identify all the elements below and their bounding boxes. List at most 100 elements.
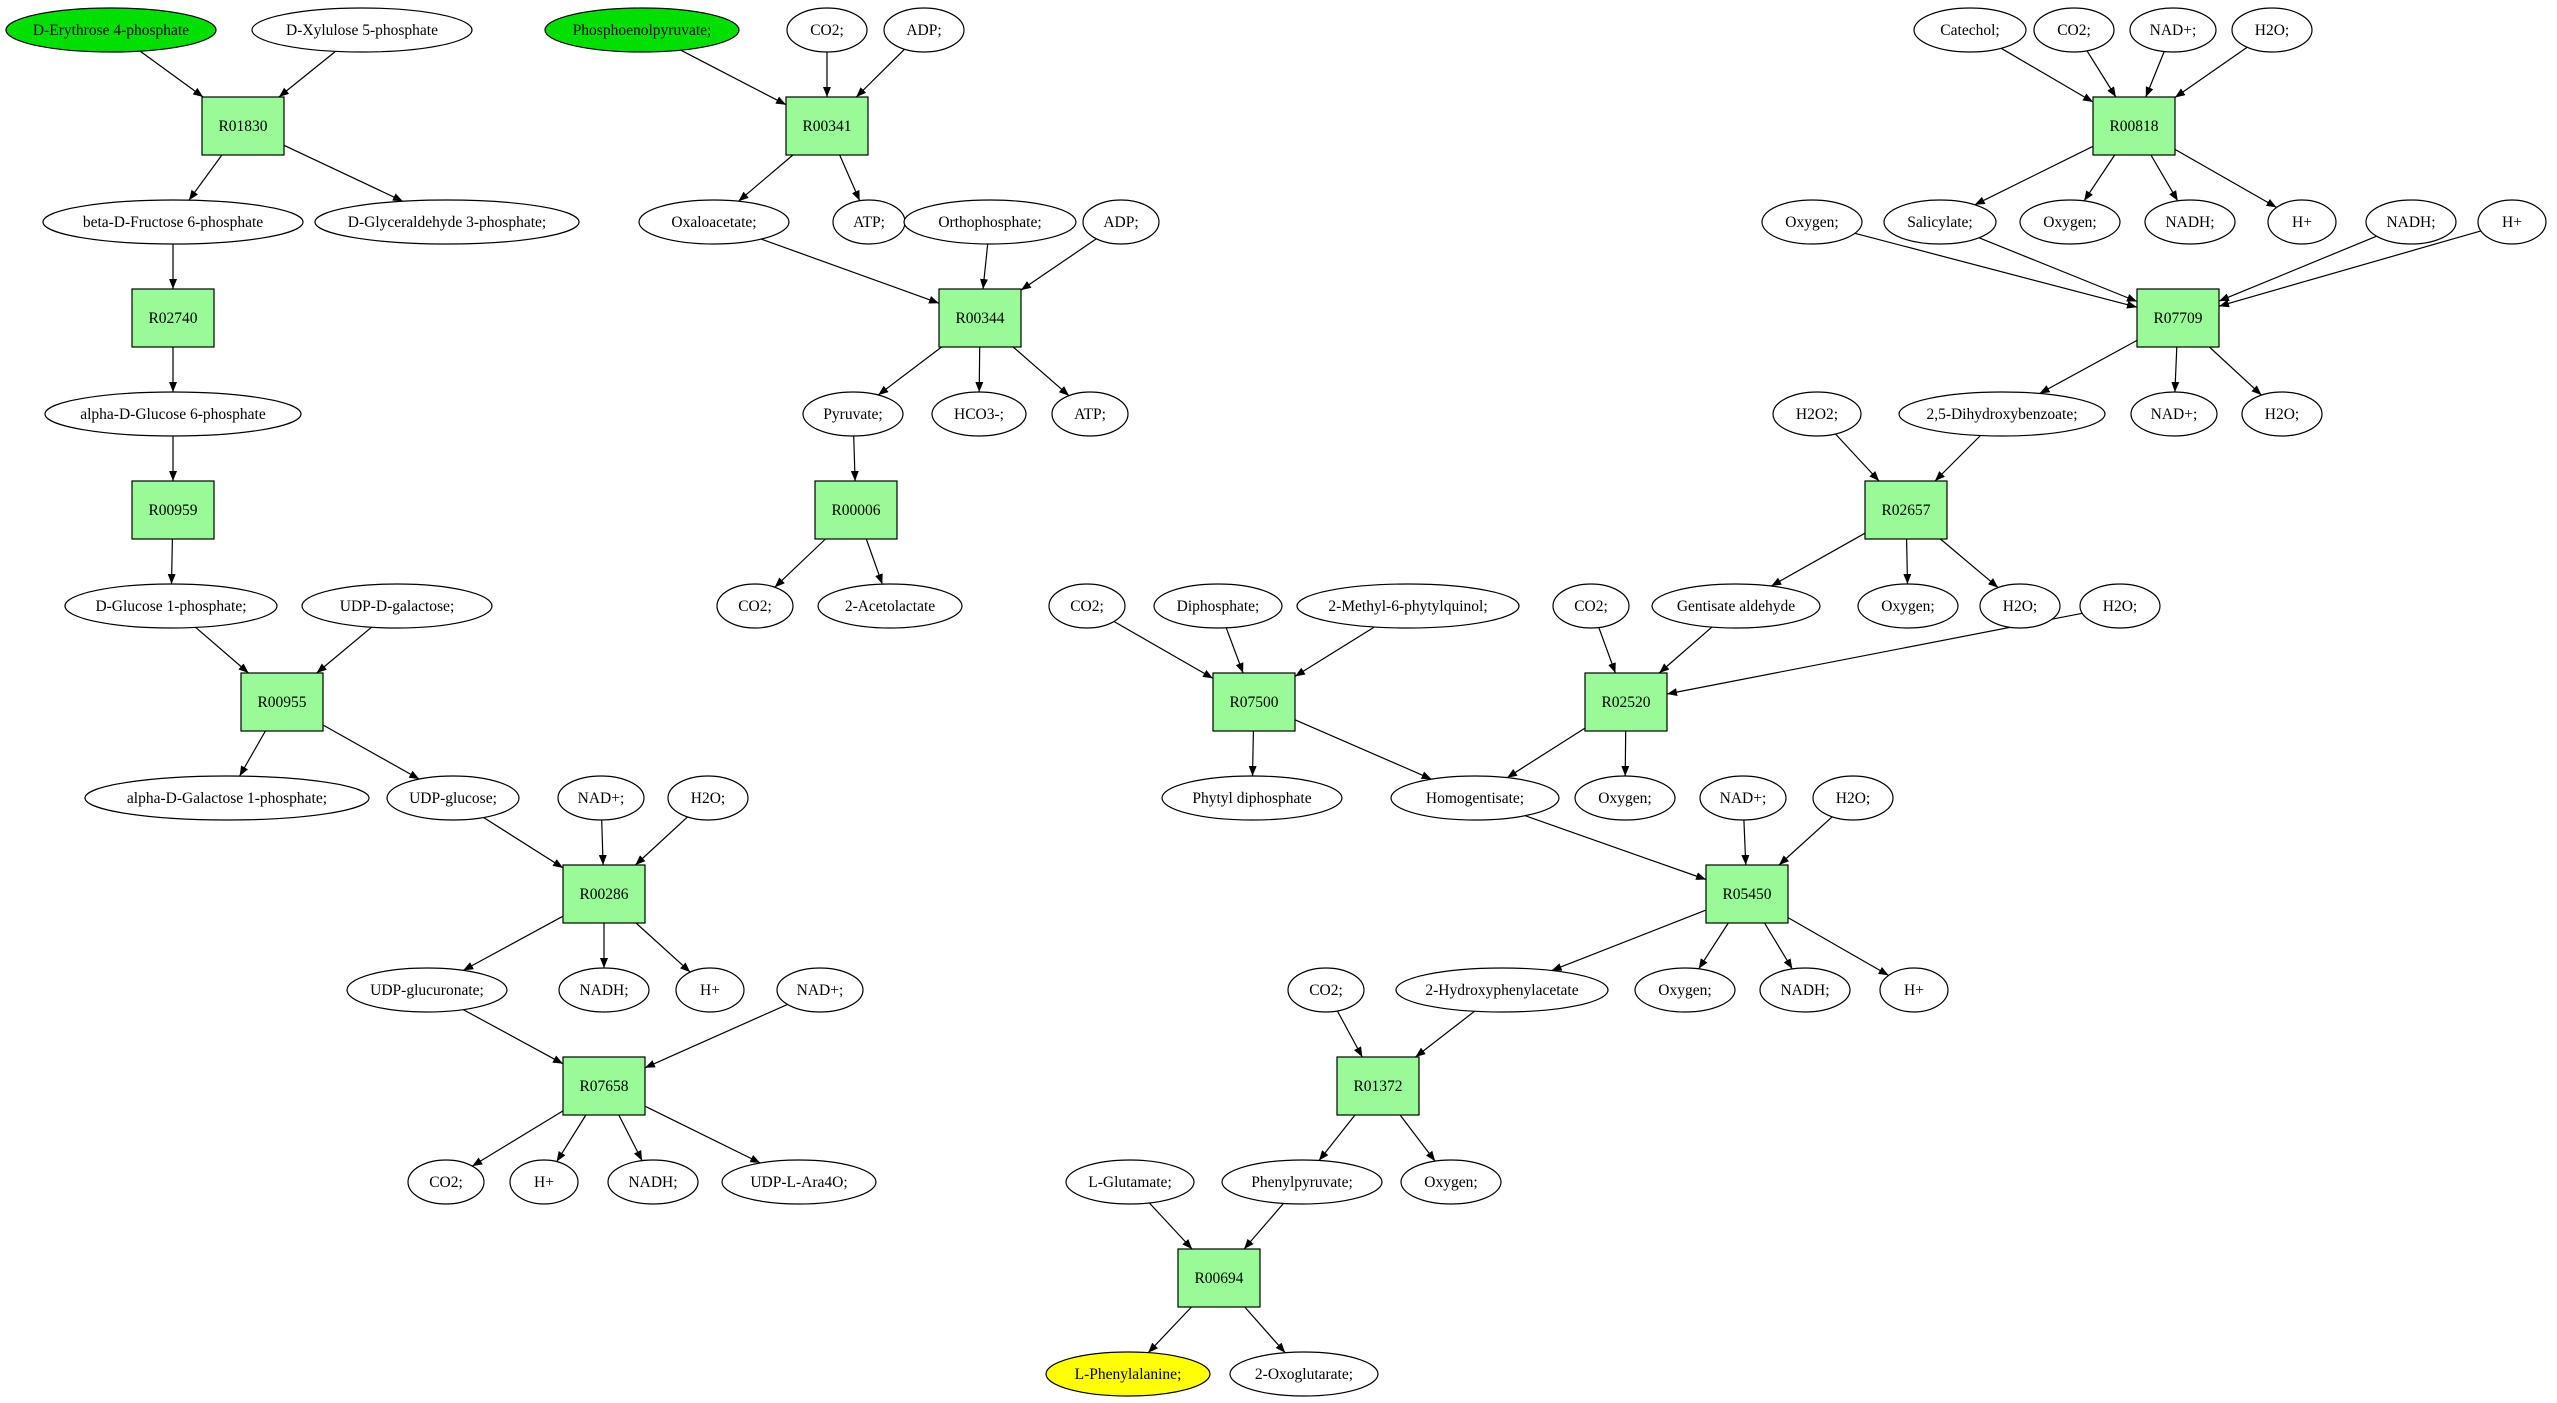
metabolite-node-co2[interactable]: CO2; — [1048, 583, 1126, 629]
edge-nad-to-r00818 — [2145, 51, 2165, 98]
metabolite-node-d-glyceraldehyde-3-phosphate[interactable]: D-Glyceraldehyde 3-phosphate; — [314, 199, 580, 245]
metabolite-node-h[interactable]: H+ — [2267, 199, 2337, 245]
metabolite-node-homogentisate[interactable]: Homogentisate; — [1390, 775, 1560, 821]
metabolite-node-co2[interactable]: CO2; — [2033, 7, 2115, 53]
metabolite-node-2-5-dihydroxybenzoate[interactable]: 2,5-Dihydroxybenzoate; — [1898, 391, 2106, 437]
metabolite-node-oxygen[interactable]: Oxygen; — [1400, 1159, 1502, 1205]
metabolite-node-nadh[interactable]: NADH; — [2365, 199, 2457, 245]
metabolite-node-salicylate[interactable]: Salicylate; — [1883, 199, 1997, 245]
metabolite-node-oxaloacetate[interactable]: Oxaloacetate; — [638, 199, 790, 245]
metabolite-node-h[interactable]: H+ — [2477, 199, 2547, 245]
reaction-node-r02740[interactable]: R02740 — [131, 288, 215, 348]
metabolite-node-h2o[interactable]: H2O; — [2079, 583, 2161, 629]
edge-r00818-to-oxygen — [2083, 154, 2116, 202]
metabolite-node-h2o[interactable]: H2O; — [2231, 7, 2313, 53]
metabolite-node-oxygen[interactable]: Oxygen; — [1761, 199, 1863, 245]
metabolite-node-co2[interactable]: CO2; — [1287, 967, 1365, 1013]
reaction-node-r00818[interactable]: R00818 — [2092, 96, 2176, 156]
metabolite-node-udp-d-galactose[interactable]: UDP-D-galactose; — [301, 583, 493, 629]
metabolite-node-nad[interactable]: NAD+; — [2130, 391, 2218, 437]
metabolite-ellipse — [675, 967, 745, 1013]
metabolite-ellipse — [2267, 199, 2337, 245]
reaction-node-r00955[interactable]: R00955 — [240, 672, 324, 732]
metabolite-node-phenylpyruvate[interactable]: Phenylpyruvate; — [1221, 1159, 1383, 1205]
metabolite-node-adp[interactable]: ADP; — [883, 7, 965, 53]
metabolite-node-nadh[interactable]: NADH; — [607, 1159, 699, 1205]
metabolite-node-oxygen[interactable]: Oxygen; — [1574, 775, 1676, 821]
reaction-node-r00344[interactable]: R00344 — [938, 288, 1022, 348]
reaction-node-r01830[interactable]: R01830 — [201, 96, 285, 156]
metabolite-node-h[interactable]: H+ — [675, 967, 745, 1013]
metabolite-node-co2[interactable]: CO2; — [786, 7, 868, 53]
metabolite-node-catechol[interactable]: Catechol; — [1913, 7, 2027, 53]
metabolite-node-atp[interactable]: ATP; — [832, 199, 906, 245]
metabolite-node-nadh[interactable]: NADH; — [558, 967, 650, 1013]
metabolite-ellipse — [558, 967, 650, 1013]
reaction-box — [1705, 864, 1789, 924]
metabolite-node-h2o2[interactable]: H2O2; — [1772, 391, 1862, 437]
metabolite-node-nad[interactable]: NAD+; — [2129, 7, 2217, 53]
metabolite-node-2-acetolactate[interactable]: 2-Acetolactate — [817, 583, 963, 629]
metabolite-node-udp-glucose[interactable]: UDP-glucose; — [386, 775, 520, 821]
reaction-node-r07500[interactable]: R07500 — [1212, 672, 1296, 732]
metabolite-node-co2[interactable]: CO2; — [1552, 583, 1630, 629]
metabolite-node-2-oxoglutarate[interactable]: 2-Oxoglutarate; — [1229, 1351, 1379, 1397]
metabolite-node-phytyl-diphosphate[interactable]: Phytyl diphosphate — [1161, 775, 1343, 821]
metabolite-label: NAD+; — [1720, 790, 1767, 807]
metabolite-node-nad[interactable]: NAD+; — [1699, 775, 1787, 821]
metabolite-node-alpha-d-galactose-1-phosphate[interactable]: alpha-D-Galactose 1-phosphate; — [84, 775, 370, 821]
metabolite-node-hco3[interactable]: HCO3-; — [931, 391, 1027, 437]
metabolite-node-l-glutamate[interactable]: L-Glutamate; — [1065, 1159, 1195, 1205]
metabolite-node-h[interactable]: H+ — [1879, 967, 1949, 1013]
metabolite-node-nadh[interactable]: NADH; — [1759, 967, 1851, 1013]
reaction-node-r00286[interactable]: R00286 — [562, 864, 646, 924]
metabolite-ellipse — [1699, 775, 1787, 821]
reaction-node-r02657[interactable]: R02657 — [1864, 480, 1948, 540]
metabolite-node-alpha-d-glucose-6-phosphate[interactable]: alpha-D-Glucose 6-phosphate — [44, 391, 302, 437]
metabolite-node-h2o[interactable]: H2O; — [1812, 775, 1894, 821]
reaction-node-r00006[interactable]: R00006 — [814, 480, 898, 540]
metabolite-node-pyruvate[interactable]: Pyruvate; — [802, 391, 904, 437]
metabolite-node-d-xylulose-5-phosphate[interactable]: D-Xylulose 5-phosphate — [251, 7, 473, 53]
metabolite-node-2-hydroxyphenylacetate[interactable]: 2-Hydroxyphenylacetate — [1395, 967, 1609, 1013]
metabolite-label: Phosphoenolpyruvate; — [573, 22, 712, 39]
metabolite-node-co2[interactable]: CO2; — [407, 1159, 485, 1205]
metabolite-node-h2o[interactable]: H2O; — [1979, 583, 2061, 629]
reaction-node-r01372[interactable]: R01372 — [1336, 1056, 1420, 1116]
metabolite-node-oxygen[interactable]: Oxygen; — [2019, 199, 2121, 245]
metabolite-node-d-erythrose-4-phosphate[interactable]: D-Erythrose 4-phosphate — [5, 7, 217, 53]
metabolite-node-gentisate-aldehyde[interactable]: Gentisate aldehyde — [1651, 583, 1821, 629]
metabolite-node-d-glucose-1-phosphate[interactable]: D-Glucose 1-phosphate; — [64, 583, 278, 629]
metabolite-node-h2o[interactable]: H2O; — [667, 775, 749, 821]
metabolite-node-adp[interactable]: ADP; — [1082, 199, 1160, 245]
metabolite-node-nadh[interactable]: NADH; — [2144, 199, 2236, 245]
metabolite-label: H+ — [534, 1174, 554, 1191]
reaction-node-r00959[interactable]: R00959 — [131, 480, 215, 540]
edge-r07658-to-udp-l-ara4o — [644, 1105, 761, 1164]
metabolite-node-oxygen[interactable]: Oxygen; — [1857, 583, 1959, 629]
metabolite-node-oxygen[interactable]: Oxygen; — [1634, 967, 1736, 1013]
metabolite-node-h2o[interactable]: H2O; — [2241, 391, 2323, 437]
metabolite-node-l-phenylalanine[interactable]: L-Phenylalanine; — [1045, 1351, 1211, 1397]
metabolite-node-beta-d-fructose-6-phosphate[interactable]: beta-D-Fructose 6-phosphate — [42, 199, 304, 245]
metabolite-node-orthophosphate[interactable]: Orthophosphate; — [903, 199, 1077, 245]
metabolite-label: 2-Methyl-6-phytylquinol; — [1328, 598, 1487, 615]
metabolite-node-h[interactable]: H+ — [509, 1159, 579, 1205]
metabolite-node-phosphoenolpyruvate[interactable]: Phosphoenolpyruvate; — [544, 7, 740, 53]
metabolite-node-2-methyl-6-phytylquinol[interactable]: 2-Methyl-6-phytylquinol; — [1296, 583, 1520, 629]
metabolite-node-diphosphate[interactable]: Diphosphate; — [1153, 583, 1283, 629]
reaction-node-r05450[interactable]: R05450 — [1705, 864, 1789, 924]
metabolite-node-udp-l-ara4o[interactable]: UDP-L-Ara4O; — [721, 1159, 877, 1205]
reaction-node-r07709[interactable]: R07709 — [2136, 288, 2220, 348]
metabolite-node-udp-glucuronate[interactable]: UDP-glucuronate; — [346, 967, 508, 1013]
reaction-node-r02520[interactable]: R02520 — [1584, 672, 1668, 732]
metabolite-node-nad[interactable]: NAD+; — [557, 775, 645, 821]
reaction-node-r07658[interactable]: R07658 — [562, 1056, 646, 1116]
metabolite-node-nad[interactable]: NAD+; — [776, 967, 864, 1013]
metabolite-node-co2[interactable]: CO2; — [716, 583, 794, 629]
reaction-node-r00341[interactable]: R00341 — [785, 96, 869, 156]
metabolite-ellipse — [1761, 199, 1863, 245]
metabolite-ellipse — [721, 1159, 877, 1205]
metabolite-node-atp[interactable]: ATP; — [1051, 391, 1129, 437]
reaction-node-r00694[interactable]: R00694 — [1177, 1248, 1261, 1308]
